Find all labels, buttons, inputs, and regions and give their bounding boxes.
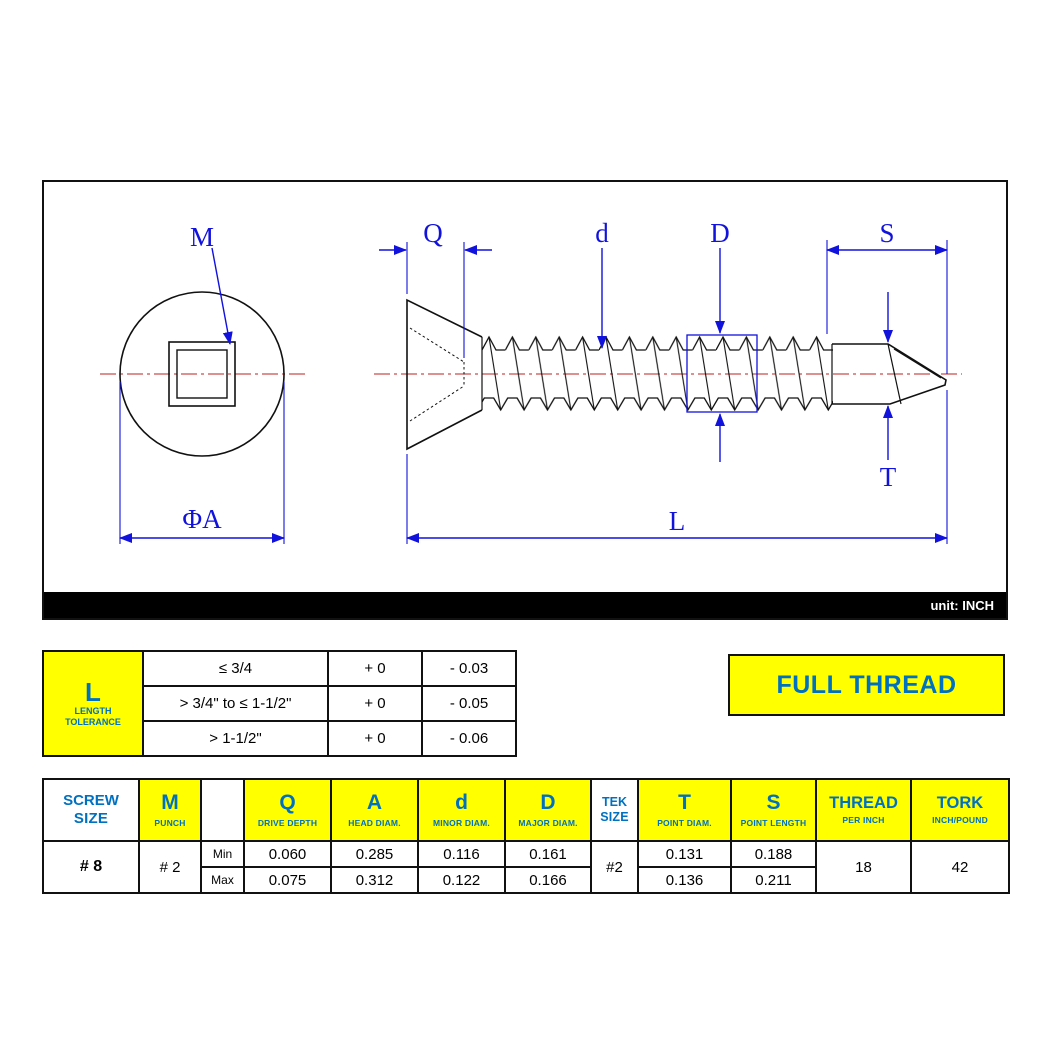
value-t-min: 0.131 [637,840,732,868]
value-d-minor-min: 0.116 [417,840,506,868]
tolerance-title-line2: TOLERANCE [65,717,121,728]
header-a-head-diam: A HEAD DIAM. [330,778,419,842]
full-thread-label: FULL THREAD [776,670,957,699]
technical-drawing: M Q d D S T L ΦA [100,218,962,544]
label-phi-a: ΦA [182,504,222,534]
max-label: Max [200,866,245,894]
recess-outer-square [168,341,236,407]
thread-section [482,335,833,412]
value-s-max: 0.211 [730,866,817,894]
head-circle [119,291,285,457]
head-top-view [119,291,285,457]
spec-header-row: SCREW SIZE M PUNCH Q DRIVE DEPTH A HEAD … [42,778,1010,842]
value-q-max: 0.075 [243,866,332,894]
header-tork: TORK INCH/POUND [910,778,1010,842]
screw-side-view [406,298,947,451]
tolerance-plus: + 0 [327,685,423,722]
header-tek-size: TEK SIZE [590,778,639,842]
tolerance-row: L LENGTH TOLERANCE ≤ 3/4 + 0 - 0.03 [42,650,517,757]
tolerance-range: ≤ 3/4 [142,650,329,687]
countersunk-head [406,298,483,451]
label-t: T [880,462,897,492]
dimension-lines [119,240,948,544]
header-t-point-diam: T POINT DIAM. [637,778,732,842]
header-m-punch: M PUNCH [138,778,202,842]
min-label: Min [200,840,245,868]
m-leader-line [211,247,233,345]
extension-lines [119,240,948,544]
tolerance-table: L LENGTH TOLERANCE ≤ 3/4 + 0 - 0.03 > 3/… [42,650,517,757]
tolerance-letter: L [85,676,101,707]
dim-major-box [686,334,758,413]
value-m-punch: # 2 [138,840,202,894]
header-s-point-length: S POINT LENGTH [730,778,817,842]
unit-label: unit: INCH [930,597,994,613]
value-tork: 42 [910,840,1010,894]
unit-bar: unit: INCH [44,592,1006,618]
tolerance-row: > 3/4" to ≤ 1-1/2" + 0 - 0.05 [43,685,517,722]
header-thread-per-inch: THREAD PER INCH [815,778,912,842]
label-s: S [879,218,894,248]
recess-hidden-lines [409,327,465,422]
value-screw-size: # 8 [42,840,140,894]
value-q-min: 0.060 [243,840,332,868]
tolerance-row: > 1-1/2" + 0 - 0.06 [43,720,517,757]
value-a-max: 0.312 [330,866,419,894]
label-d-major: D [710,218,730,248]
value-d-major-min: 0.161 [504,840,592,868]
tolerance-header-cell: L LENGTH TOLERANCE [42,650,144,757]
tolerance-minus: - 0.03 [421,650,517,687]
header-d-minor-diam: d MINOR DIAM. [417,778,506,842]
value-thread-per-inch: 18 [815,840,912,894]
spec-min-row: # 8 # 2 Min 0.060 0.285 0.116 0.161 #2 0… [42,840,1010,894]
recess-inner-square [176,349,228,399]
tolerance-range: > 1-1/2" [142,720,329,757]
spec-max-row: Max 0.075 0.312 0.122 0.166 0.136 0.211 [43,866,1009,894]
tolerance-title-line1: LENGTH [74,705,112,716]
drill-point [831,343,947,405]
value-tek-size: #2 [590,840,639,894]
label-d-minor: d [595,218,609,248]
header-minmax [200,778,245,842]
value-t-max: 0.136 [637,866,732,894]
value-d-minor-max: 0.122 [417,866,506,894]
header-screw-size: SCREW SIZE [42,778,140,842]
header-d-major-diam: D MAJOR DIAM. [504,778,592,842]
header-q-drive-depth: Q DRIVE DEPTH [243,778,332,842]
label-q: Q [423,218,443,248]
label-l: L [669,506,686,536]
label-m: M [190,222,214,252]
tolerance-range: > 3/4" to ≤ 1-1/2" [142,685,329,722]
value-a-min: 0.285 [330,840,419,868]
drawing-box: M Q d D S T L ΦA unit: INCH [42,180,1008,620]
tolerance-minus: - 0.06 [421,720,517,757]
tolerance-plus: + 0 [327,720,423,757]
full-thread-banner: FULL THREAD [728,654,1005,716]
value-s-min: 0.188 [730,840,817,868]
tolerance-minus: - 0.05 [421,685,517,722]
tolerance-plus: + 0 [327,650,423,687]
spec-table: SCREW SIZE M PUNCH Q DRIVE DEPTH A HEAD … [42,778,1010,894]
value-d-major-max: 0.166 [504,866,592,894]
dimension-labels: M Q d D S T L ΦA [182,218,896,536]
